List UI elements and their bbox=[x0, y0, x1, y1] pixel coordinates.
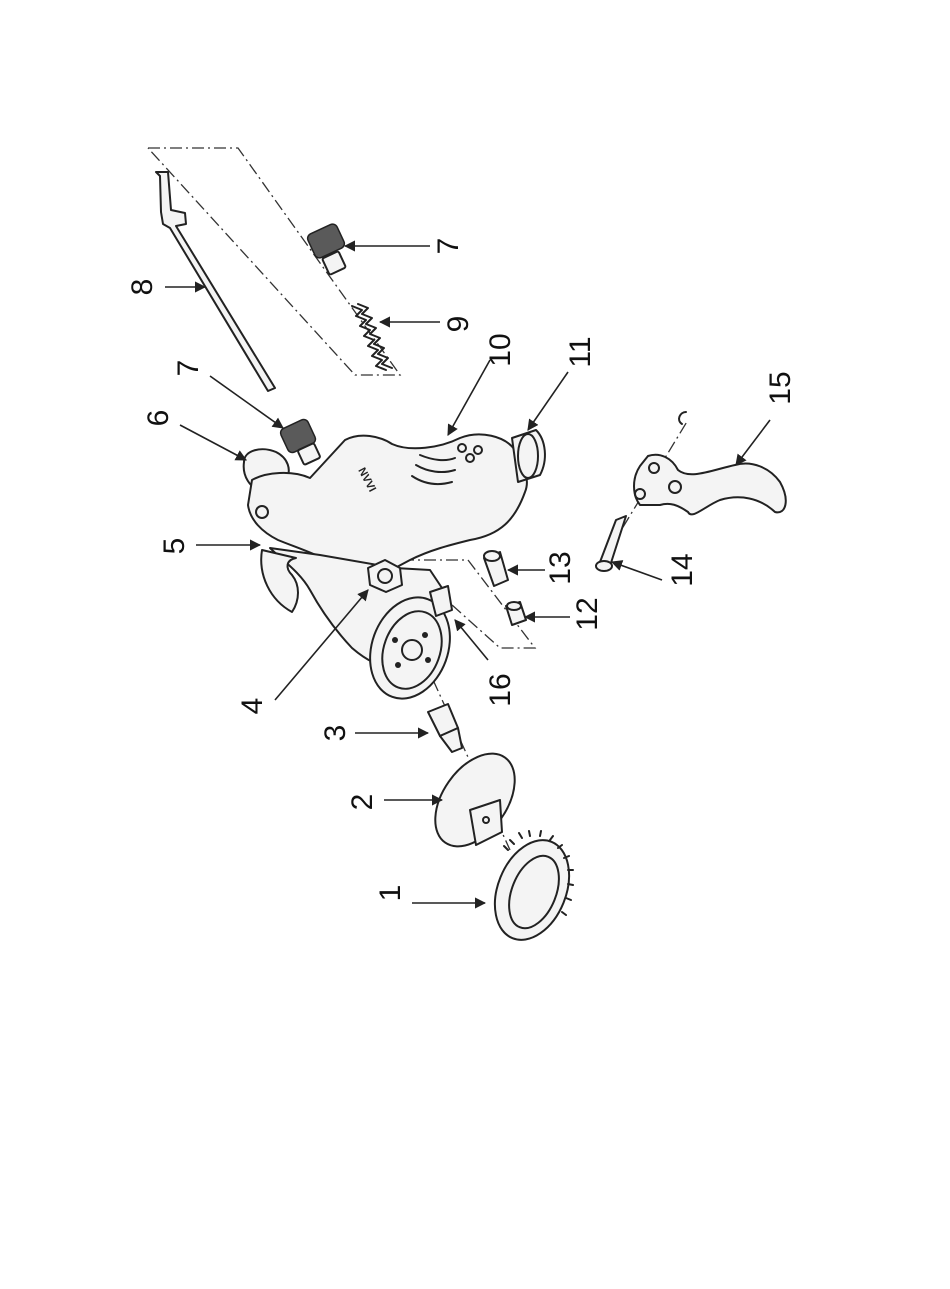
air-inlet-fitting bbox=[512, 430, 545, 482]
leader-14 bbox=[612, 562, 662, 580]
needle-group-outline bbox=[148, 148, 400, 375]
callout-7-upper: 7 bbox=[432, 238, 465, 255]
callout-12: 12 bbox=[571, 597, 604, 630]
air-cap-ring bbox=[481, 829, 583, 951]
callout-6: 6 bbox=[142, 410, 175, 427]
callout-5: 5 bbox=[158, 538, 191, 555]
callout-15: 15 bbox=[764, 371, 797, 404]
callout-7-lower: 7 bbox=[172, 360, 205, 377]
air-valve-seal bbox=[506, 602, 526, 625]
fluid-needle bbox=[156, 172, 275, 391]
callout-9: 9 bbox=[442, 316, 475, 333]
air-valve bbox=[484, 551, 508, 586]
callout-13: 13 bbox=[544, 551, 577, 584]
callout-10: 10 bbox=[484, 333, 517, 366]
fluid-nozzle bbox=[428, 704, 462, 752]
callout-11: 11 bbox=[564, 336, 597, 367]
needle-spring bbox=[352, 304, 392, 370]
leader-10 bbox=[448, 360, 490, 435]
leader-11 bbox=[528, 372, 568, 430]
leader-16 bbox=[455, 620, 488, 660]
callout-4: 4 bbox=[236, 698, 269, 715]
callout-14: 14 bbox=[666, 553, 699, 586]
callout-1: 1 bbox=[374, 885, 407, 902]
fluid-adjustment-knob-upper bbox=[306, 222, 346, 275]
callout-8: 8 bbox=[126, 279, 159, 296]
callout-16: 16 bbox=[484, 673, 517, 706]
trigger-pin bbox=[596, 516, 626, 571]
callout-2: 2 bbox=[346, 794, 379, 811]
callout-3: 3 bbox=[319, 725, 352, 742]
leader-6 bbox=[180, 425, 246, 460]
leader-15 bbox=[736, 420, 770, 465]
trigger bbox=[634, 412, 786, 514]
